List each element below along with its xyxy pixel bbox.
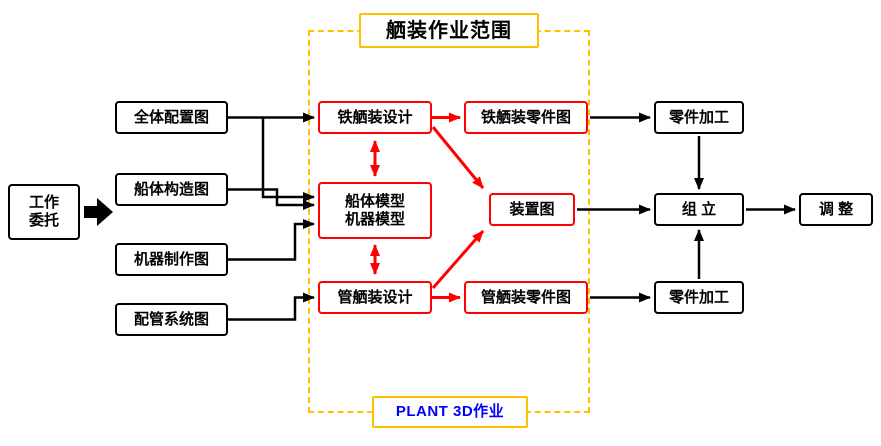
scope-title: 舾装作业范围	[359, 13, 539, 48]
node-assembly: 组 立	[654, 193, 744, 226]
node-general-arrangement-label: 全体配置图	[133, 108, 209, 126]
edge-piping-to-pipe-design	[228, 292, 315, 321]
node-pipe-outfit-parts-label: 管舾装零件图	[480, 288, 571, 306]
node-assembly-label: 组 立	[681, 200, 717, 218]
node-hull-structure: 船体构造图	[115, 173, 228, 206]
node-iron-outfit-design: 铁舾装设计	[318, 101, 432, 134]
edge-pipe-design-to-device	[431, 230, 485, 289]
node-iron-outfit-parts-label: 铁舾装零件图	[480, 108, 571, 126]
edge-iron-design-to-device	[431, 126, 485, 189]
node-pipe-outfit-design-label: 管舾装设计	[337, 288, 413, 306]
node-hull-model-line1: 船体模型	[344, 192, 405, 210]
node-hull-model-line2: 机器模型	[344, 210, 405, 228]
node-work-request-line2: 委托	[28, 212, 59, 229]
node-parts-machining-bottom: 零件加工	[654, 281, 744, 314]
node-parts-machining-top: 零件加工	[654, 101, 744, 134]
node-adjustment-label: 调 整	[818, 200, 854, 218]
node-device-drawing-label: 装置图	[509, 200, 555, 218]
node-pipe-outfit-parts: 管舾装零件图	[464, 281, 588, 314]
node-device-drawing: 装置图	[489, 193, 575, 226]
node-pipe-outfit-design: 管舾装设计	[318, 281, 432, 314]
work-request-block-arrow	[84, 198, 113, 226]
plant3d-label: PLANT 3D作业	[372, 396, 528, 428]
scope-title-label: 舾装作业范围	[386, 19, 512, 42]
node-work-request: 工作 委托	[8, 184, 80, 240]
node-adjustment: 调 整	[799, 193, 873, 226]
node-hull-structure-label: 船体构造图	[133, 180, 209, 198]
edge-general-to-model	[261, 117, 315, 202]
node-iron-outfit-design-label: 铁舾装设计	[337, 108, 413, 126]
node-iron-outfit-parts: 铁舾装零件图	[464, 101, 588, 134]
edge-machine-to-model	[228, 219, 315, 261]
node-machine-fabrication: 机器制作图	[115, 243, 228, 276]
node-piping-system: 配管系统图	[115, 303, 228, 336]
node-machine-fabrication-label: 机器制作图	[133, 250, 209, 268]
plant3d-label-text: PLANT 3D作业	[395, 403, 505, 420]
node-parts-machining-top-label: 零件加工	[668, 108, 729, 126]
node-general-arrangement: 全体配置图	[115, 101, 228, 134]
edge-hull-to-model	[228, 188, 315, 210]
node-piping-system-label: 配管系统图	[133, 310, 209, 328]
node-work-request-line1: 工作	[28, 194, 59, 211]
node-hull-machine-model: 船体模型 机器模型	[318, 182, 432, 239]
node-parts-machining-bottom-label: 零件加工	[668, 288, 729, 306]
